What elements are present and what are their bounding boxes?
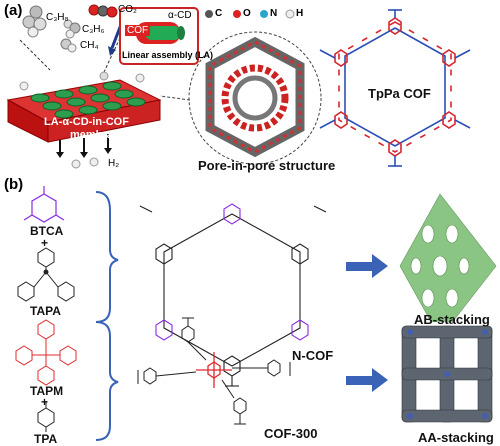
reaction-bracket-1 <box>95 191 119 323</box>
inset-alpha-cd-label: α-CD <box>168 10 192 21</box>
co2-molecule-icon <box>88 4 118 18</box>
h2-label: H₂ <box>108 158 120 169</box>
tppa-cof-label: TpPa COF <box>368 86 431 101</box>
tapa-molecule <box>17 247 75 302</box>
methane-molecule-icon <box>60 38 77 53</box>
membrane-illustration <box>6 71 162 143</box>
membrane-label-line1: LA-α-CD-in-COF <box>44 116 129 128</box>
legend-o-label: O <box>243 8 251 19</box>
legend-c-label: C <box>215 8 223 19</box>
panel-a-label: (a) <box>4 2 23 19</box>
pore-in-pore-illustration <box>159 31 322 165</box>
panel-b-label: (b) <box>4 176 24 193</box>
btca-label: BTCA <box>30 224 64 238</box>
gas-flow-dashed-line <box>19 39 51 71</box>
tpa-label: TPA <box>34 432 58 446</box>
ab-stacking-label: AB-stacking <box>414 312 490 327</box>
tapm-label: TAPM <box>30 384 64 398</box>
atom-legend <box>205 9 295 19</box>
ch4-label: CH₄ <box>80 40 99 51</box>
inset-cof-label: COF <box>125 25 151 36</box>
btca-molecule <box>23 186 65 223</box>
permeation-arrows <box>59 134 109 154</box>
plus-sign-2: + <box>41 395 49 409</box>
aa-stacking-label: AA-stacking <box>418 430 494 445</box>
propene-molecule-icon <box>63 19 81 39</box>
reaction-bracket-2 <box>95 321 119 441</box>
membrane-label-line2: membrane <box>70 129 126 141</box>
cof-300-structure <box>137 317 291 425</box>
pore-in-pore-caption: Pore-in-pore structure <box>198 158 336 173</box>
aa-stacking-render <box>398 322 496 426</box>
c3h8-label: C₃H₈ <box>46 12 69 23</box>
arrow-to-aa-stacking <box>346 368 388 392</box>
co2-label: CO₂ <box>118 4 137 15</box>
tpa-molecule <box>37 402 55 432</box>
tapm-molecule <box>15 319 77 386</box>
cof-300-label: COF-300 <box>264 426 318 441</box>
plus-sign-1: + <box>41 236 49 250</box>
legend-h-label: H <box>296 8 304 19</box>
c3h6-label: C₃H₆ <box>82 24 105 35</box>
legend-n-label: N <box>270 8 278 19</box>
arrow-to-ab-stacking <box>346 254 388 278</box>
tapa-label: TAPA <box>30 304 61 318</box>
tppa-cof-structure <box>319 9 471 167</box>
n-cof-structure <box>139 203 327 387</box>
inset-assembly-label: Linear assembly (LA) <box>122 50 214 60</box>
n-cof-label: N-COF <box>292 348 334 363</box>
propane-molecule-icon <box>22 5 47 38</box>
